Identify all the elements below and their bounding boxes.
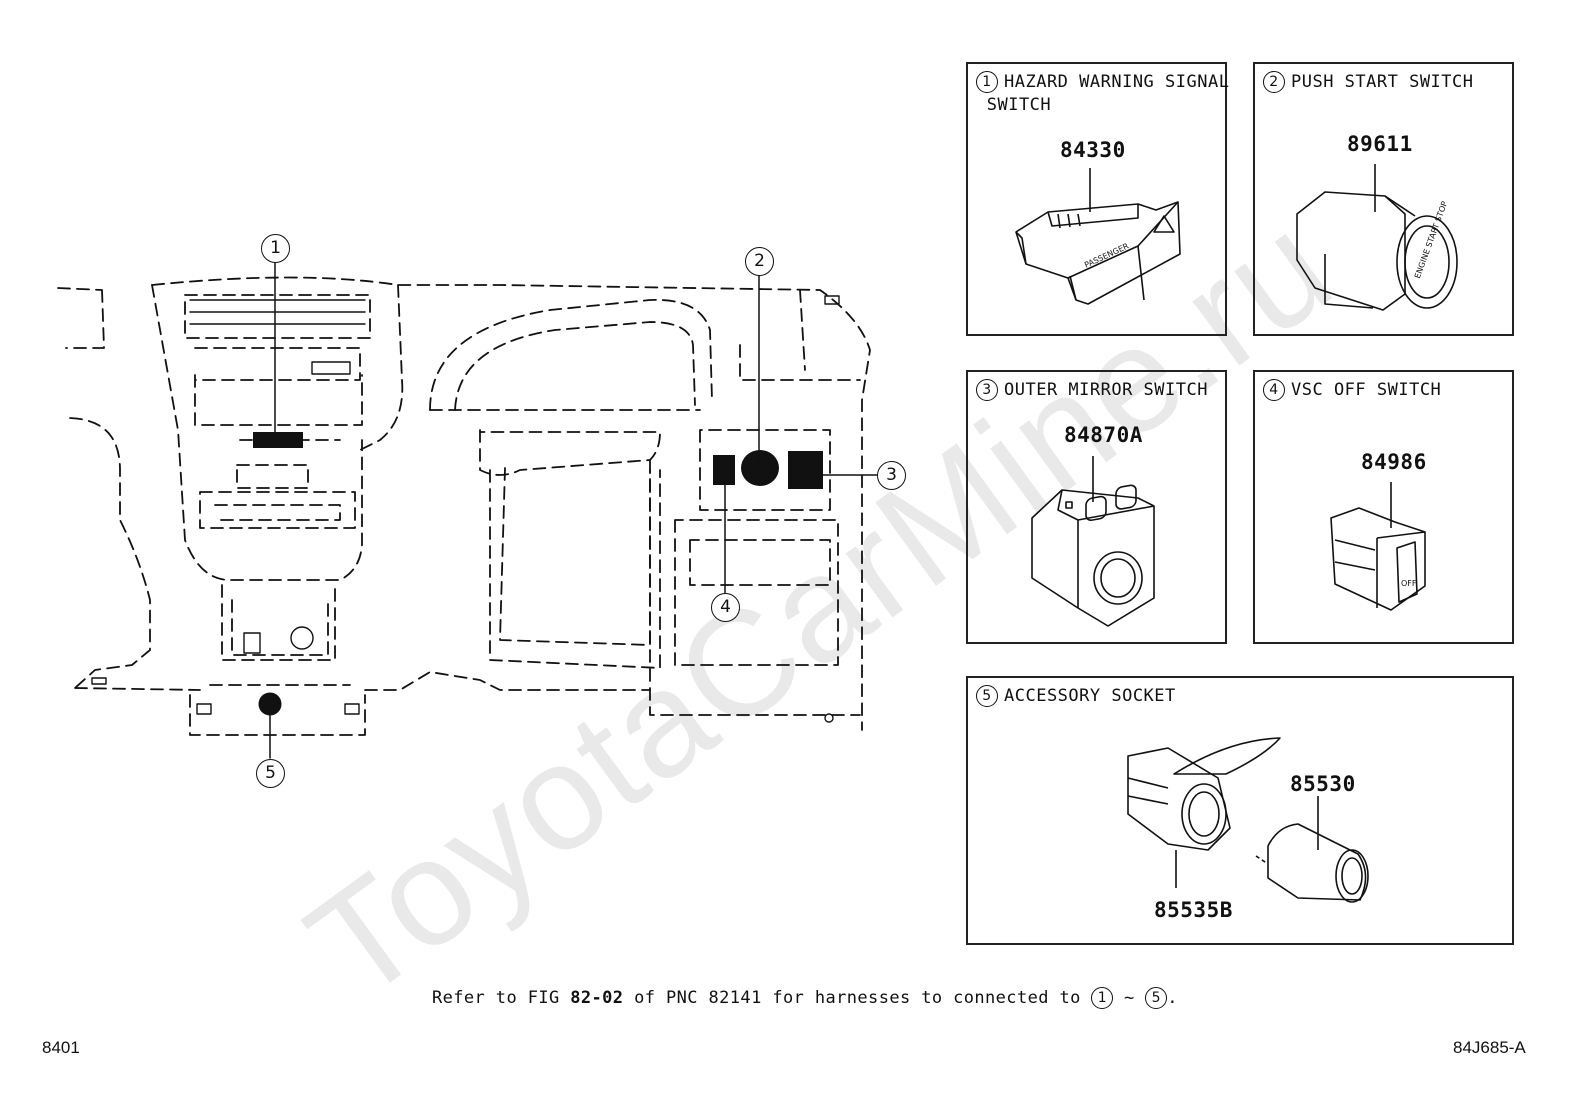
part-number: 84870A [1064, 423, 1143, 447]
figure-number-left: 8401 [42, 1038, 80, 1057]
hazard-passenger-label: PASSENGER [1083, 241, 1131, 270]
panel-title-text: HAZARD WARNING SIGNAL SWITCH [986, 72, 1230, 115]
panel-title: 3 OUTER MIRROR SWITCH [976, 379, 1208, 402]
panel-title-text: OUTER MIRROR SWITCH [1004, 380, 1208, 400]
panel-title-text: VSC OFF SWITCH [1291, 380, 1442, 400]
footnote-range-end: 5 [1145, 987, 1168, 1009]
mirror-switch-illustration [1031, 456, 1155, 627]
panel-title: 2 PUSH START SWITCH [1263, 71, 1474, 94]
accessory-socket-illustration [1127, 737, 1369, 903]
panel-number: 1 [976, 71, 998, 93]
part-number: 89611 [1347, 132, 1413, 156]
hazard-switch-illustration: PASSENGER [1015, 168, 1181, 305]
footnote-text-end: . [1167, 988, 1178, 1008]
footnote-range-separator: ~ [1113, 988, 1146, 1008]
callout-2: 2 [745, 247, 774, 276]
panel-number: 5 [976, 685, 998, 707]
part-number: 84330 [1060, 138, 1126, 162]
panel-accessory-socket: 5 ACCESSORY SOCKET 85530 85535B [966, 676, 1514, 945]
part-number-holder: 85535B [1154, 898, 1233, 922]
callout-5: 5 [256, 759, 285, 788]
callout-1: 1 [261, 234, 290, 263]
panel-push-start-switch: 2 PUSH START SWITCH 89611 ENGINE START ST… [1253, 62, 1514, 336]
panel-vsc-off-switch: 4 VSC OFF SWITCH 84986 OFF [1253, 370, 1514, 644]
panel-number: 2 [1263, 71, 1285, 93]
push-start-illustration: ENGINE START STOP [1296, 164, 1458, 311]
drawing-code-right: 84J685-A [1453, 1038, 1526, 1057]
vsc-switch-illustration: OFF [1330, 482, 1426, 611]
panel-title: 5 ACCESSORY SOCKET [976, 685, 1176, 708]
footnote-range-start: 1 [1091, 987, 1114, 1009]
panel-number: 3 [976, 379, 998, 401]
part-number: 84986 [1361, 450, 1427, 474]
vsc-off-label: OFF [1401, 579, 1417, 588]
callout-4: 4 [711, 593, 740, 622]
part-number-socket: 85530 [1290, 772, 1356, 796]
footnote-fig-number: 82-02 [570, 988, 624, 1008]
panel-outer-mirror-switch: 3 OUTER MIRROR SWITCH 84870A [966, 370, 1227, 644]
footnote-text-mid: of PNC 82141 for harnesses to connected … [623, 988, 1092, 1008]
panel-title-text: PUSH START SWITCH [1291, 72, 1474, 92]
harness-reference-note: Refer to FIG 82-02 of PNC 82141 for harn… [432, 987, 1178, 1009]
panel-title: 4 VSC OFF SWITCH [1263, 379, 1441, 402]
panel-title-text: ACCESSORY SOCKET [1004, 686, 1176, 706]
panel-number: 4 [1263, 379, 1285, 401]
callout-3: 3 [877, 461, 906, 490]
footnote-text-pre: Refer to FIG [432, 988, 571, 1008]
